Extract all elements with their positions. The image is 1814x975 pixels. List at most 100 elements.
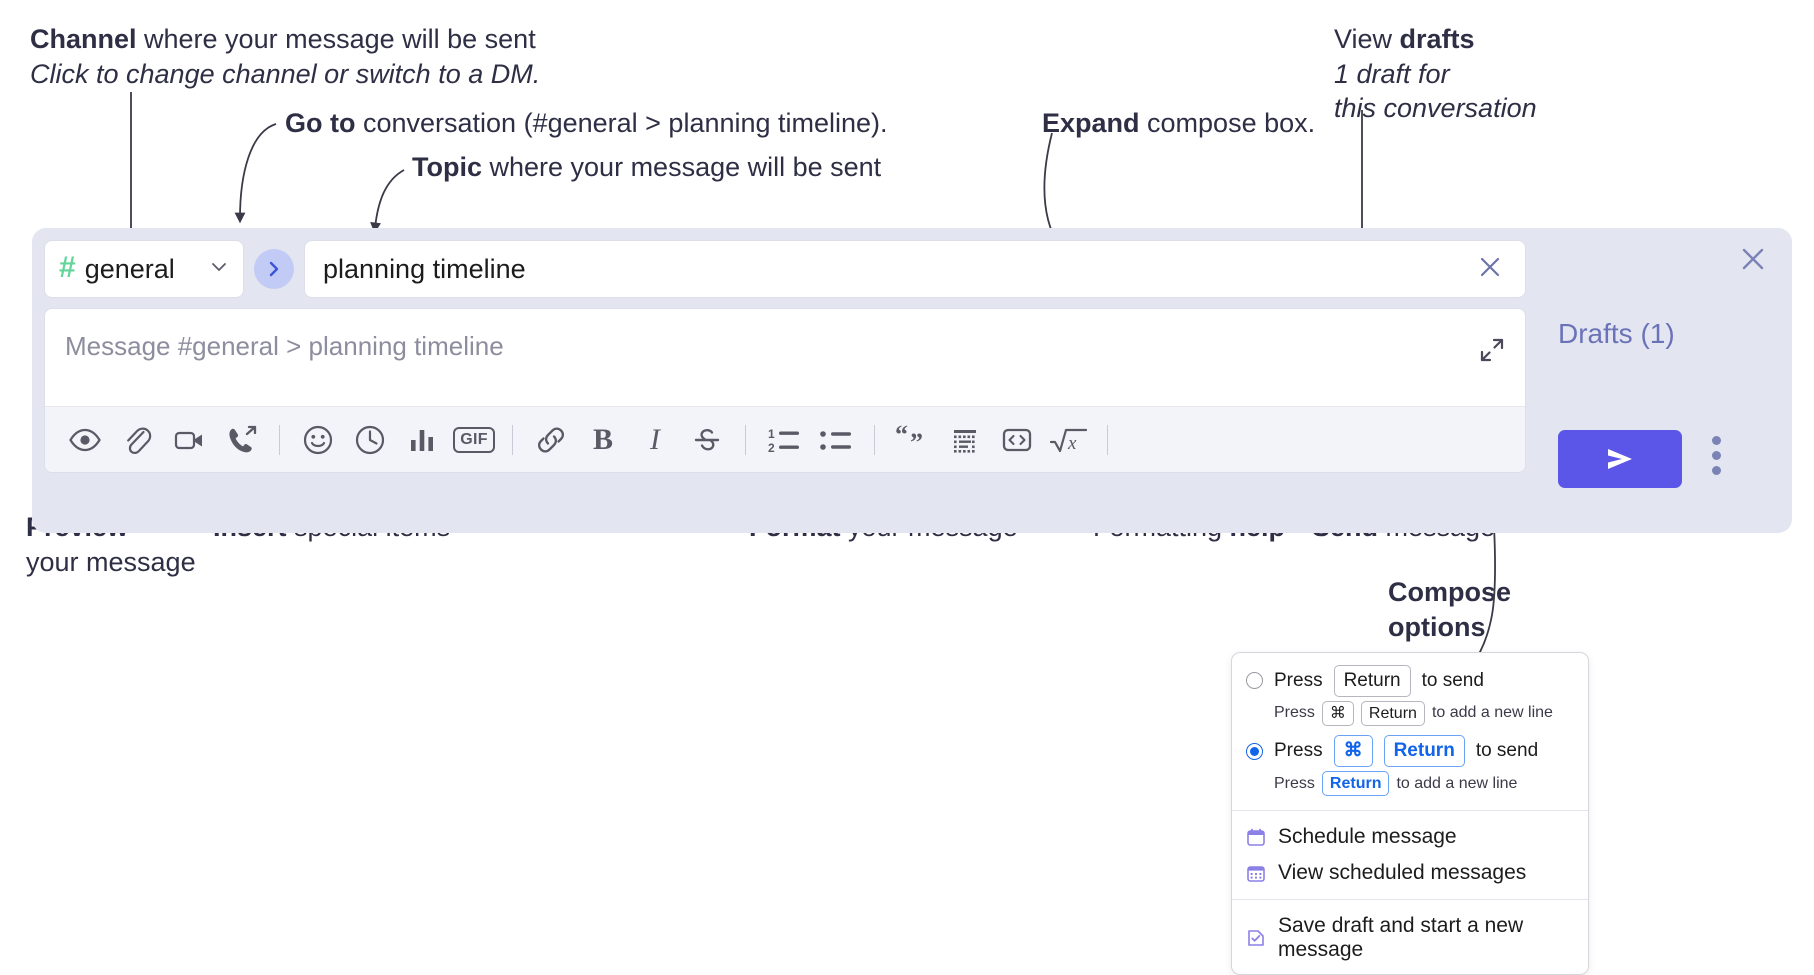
leader-goto xyxy=(234,123,277,224)
help-icon[interactable] xyxy=(1120,414,1172,466)
send-icon xyxy=(1608,449,1632,469)
toolbar-divider xyxy=(745,424,746,455)
key-command: ⌘ xyxy=(1321,700,1354,727)
menu-item-schedule-message[interactable]: Schedule message xyxy=(1232,819,1588,855)
annotated-screenshot: Channel where your message will be sent … xyxy=(26,22,1792,975)
topic-value: planning timeline xyxy=(323,253,526,284)
annotation-topic-bold: Topic xyxy=(412,152,482,182)
annotation-goto: Go to conversation (#general > planning … xyxy=(285,106,888,141)
preview-icon[interactable] xyxy=(59,414,111,466)
gif-icon[interactable]: GIF xyxy=(448,414,500,466)
math-icon[interactable]: x xyxy=(1043,414,1095,466)
key-return: Return xyxy=(1321,770,1390,797)
annotation-expand: Expand compose box. xyxy=(1042,106,1315,141)
sub-suffix: to add a new line xyxy=(1431,704,1553,722)
kebab-dot xyxy=(1712,466,1721,475)
message-box: Message #general > planning timeline xyxy=(44,308,1526,473)
link-icon[interactable] xyxy=(525,414,577,466)
toolbar-divider xyxy=(874,424,875,455)
annotation-channel-rest: where your message will be sent xyxy=(136,24,536,54)
hash-icon: # xyxy=(59,251,76,284)
menu-item-view-scheduled-messages[interactable]: View scheduled messages xyxy=(1232,855,1588,891)
annotation-expand-bold: Expand xyxy=(1042,108,1140,138)
video-icon[interactable] xyxy=(163,414,215,466)
calendar-list-icon xyxy=(1246,863,1266,883)
annotation-preview-rest: your message xyxy=(26,546,196,577)
svg-text:1: 1 xyxy=(768,427,775,441)
svg-text:2: 2 xyxy=(768,441,775,455)
annotation-drafts: View drafts 1 draft for this conversatio… xyxy=(1334,22,1537,126)
emoji-icon[interactable] xyxy=(292,414,344,466)
audio-call-icon[interactable] xyxy=(215,414,267,466)
italic-label: I xyxy=(650,422,660,456)
strikethrough-icon[interactable] xyxy=(681,414,733,466)
compose-inner: # general planning timeline xyxy=(44,240,1526,473)
attachment-icon[interactable] xyxy=(111,414,163,466)
compose-widget: # general planning timeline xyxy=(32,228,1792,533)
drafts-link[interactable]: Drafts (1) xyxy=(1558,318,1675,349)
annotation-drafts-plain: View xyxy=(1334,24,1400,54)
menu-item-save-draft[interactable]: Save draft and start a new message xyxy=(1232,908,1588,968)
poll-icon[interactable] xyxy=(396,414,448,466)
channel-selector[interactable]: # general xyxy=(44,240,244,298)
radio-button[interactable] xyxy=(1246,672,1263,690)
menu-item-label: Schedule message xyxy=(1278,825,1457,849)
italic-icon[interactable]: I xyxy=(629,414,681,466)
menu-radio-option[interactable]: Press ⌘ Return to send xyxy=(1232,732,1588,770)
svg-text:x: x xyxy=(1067,433,1077,454)
more-options-icon[interactable] xyxy=(1712,436,1721,475)
bulleted-list-icon[interactable] xyxy=(810,414,862,466)
toolbar-divider xyxy=(279,424,280,455)
channel-name: general xyxy=(84,253,175,284)
compose-header-row: # general planning timeline xyxy=(44,240,1526,298)
menu-divider xyxy=(1232,810,1588,812)
close-icon[interactable] xyxy=(1475,252,1511,287)
sub-prefix: Press xyxy=(1274,774,1315,792)
annotation-compose-bold2: options xyxy=(1388,611,1486,642)
go-to-conversation-button[interactable] xyxy=(254,249,294,289)
kebab-dot xyxy=(1712,436,1721,445)
bold-label: B xyxy=(592,422,613,456)
annotation-compose-bold1: Compose xyxy=(1388,577,1512,607)
formatting-toolbar: GIF B I xyxy=(45,406,1525,472)
chevron-down-icon xyxy=(209,257,229,282)
blockquote-icon[interactable]: “ ” xyxy=(887,414,939,466)
svg-text:“: “ xyxy=(895,423,908,449)
code-block-icon[interactable] xyxy=(939,414,991,466)
clock-icon[interactable] xyxy=(344,414,396,466)
bold-icon[interactable]: B xyxy=(577,414,629,466)
message-placeholder: Message #general > planning timeline xyxy=(65,331,504,361)
key-return: Return xyxy=(1383,735,1465,767)
gif-label: GIF xyxy=(453,426,495,453)
menu-radio-option[interactable]: Press Return to send xyxy=(1232,662,1588,700)
radio-suffix: to send xyxy=(1475,740,1539,762)
calendar-icon xyxy=(1246,827,1266,847)
sub-prefix: Press xyxy=(1274,704,1315,722)
message-input[interactable]: Message #general > planning timeline xyxy=(45,309,1525,406)
annotation-drafts-italic2: this conversation xyxy=(1334,93,1537,124)
annotation-drafts-italic1: 1 draft for xyxy=(1334,58,1450,89)
topic-field[interactable]: planning timeline xyxy=(304,240,1526,298)
expand-icon[interactable] xyxy=(1477,335,1507,370)
save-draft-icon xyxy=(1246,928,1266,948)
menu-item-label: View scheduled messages xyxy=(1278,861,1527,885)
close-icon[interactable] xyxy=(1736,242,1770,281)
key-return: Return xyxy=(1333,665,1411,697)
code-icon[interactable] xyxy=(991,414,1043,466)
radio-suffix: to send xyxy=(1421,669,1484,691)
annotation-goto-rest: conversation (#general > planning timeli… xyxy=(355,108,888,138)
annotation-drafts-bold: drafts xyxy=(1399,24,1475,54)
menu-radio-subtext: Press ⌘ Return to add a new line xyxy=(1232,700,1588,733)
radio-button-selected[interactable] xyxy=(1246,742,1263,760)
toolbar-divider xyxy=(512,424,513,455)
send-button[interactable] xyxy=(1558,430,1682,488)
radio-prefix: Press xyxy=(1274,669,1323,691)
key-return: Return xyxy=(1360,700,1425,727)
ordered-list-icon[interactable]: 1 2 xyxy=(758,414,810,466)
annotation-expand-rest: compose box. xyxy=(1139,108,1316,138)
annotation-topic-rest: where your message will be sent xyxy=(482,152,882,182)
leader-topic xyxy=(370,169,405,234)
menu-divider xyxy=(1232,899,1588,901)
menu-item-label: Save draft and start a new message xyxy=(1278,914,1524,962)
kebab-dot xyxy=(1712,451,1721,460)
